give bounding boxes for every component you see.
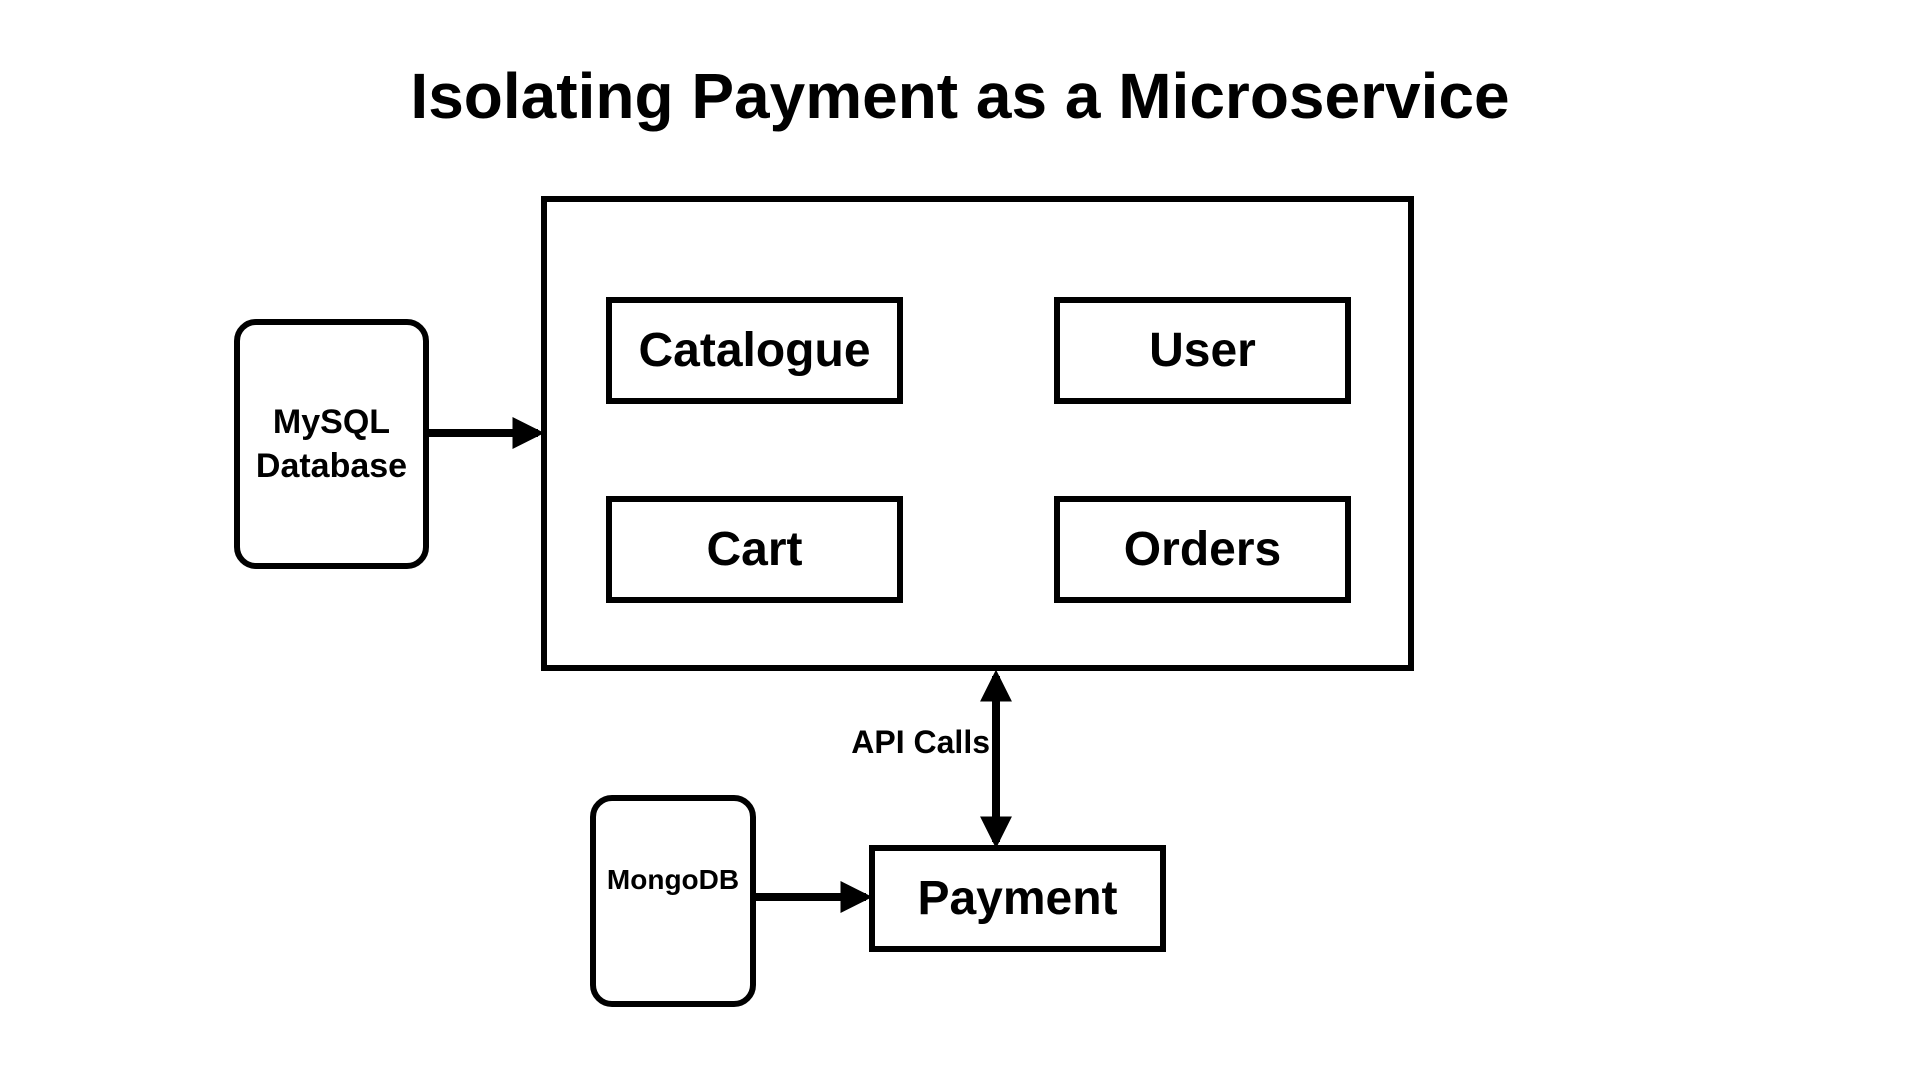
service-user: User [1054,297,1351,404]
service-user-label: User [1149,324,1256,377]
diagram-title: Isolating Payment as a Microservice [410,60,1510,132]
service-catalogue: Catalogue [606,297,903,404]
mysql-database: MySQL Database [234,319,429,569]
mysql-database-label: MySQL Database [256,400,407,488]
service-payment-label: Payment [917,872,1118,925]
mysql-database-label-line2: Database [255,447,408,485]
mongodb-database-label: MongoDB [606,864,740,895]
api-calls-label: API Calls [851,724,990,760]
mongodb-database: MongoDB [590,795,756,1007]
service-orders: Orders [1054,496,1351,603]
service-catalogue-label: Catalogue [638,324,871,377]
service-orders-label: Orders [1123,523,1282,576]
service-cart: Cart [606,496,903,603]
service-cart-label: Cart [706,523,803,576]
mysql-database-label-line1: MySQL [272,403,391,441]
service-payment: Payment [869,845,1166,952]
